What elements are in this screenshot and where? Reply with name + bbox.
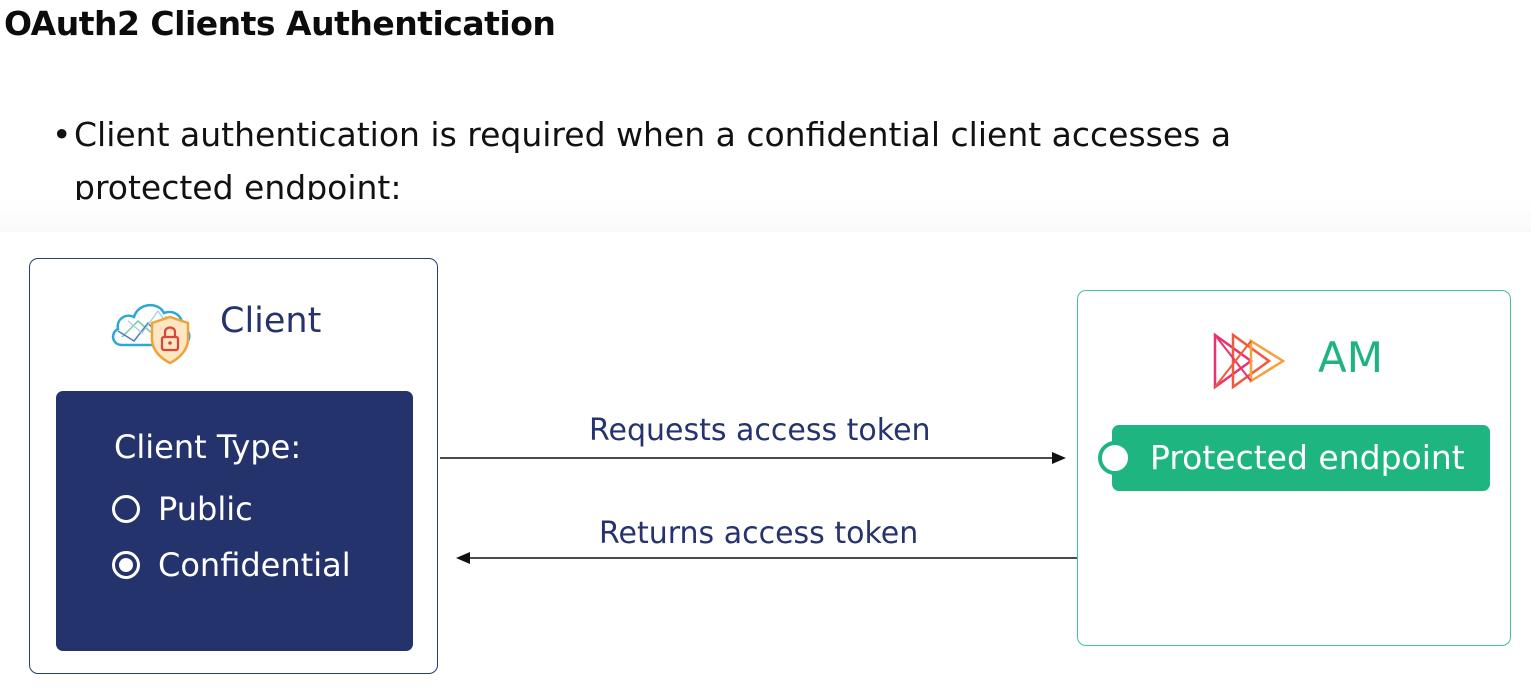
bullet-point: • Client authentication is required when… <box>52 108 1452 214</box>
protected-endpoint-label: Protected endpoint <box>1150 438 1465 477</box>
protected-endpoint: Protected endpoint <box>1112 425 1490 491</box>
radio-option-confidential[interactable]: Confidential <box>112 545 351 585</box>
client-label: Client <box>220 301 322 341</box>
client-type-panel: Client Type: Public Confidential <box>56 391 413 651</box>
radio-label-public: Public <box>158 490 253 528</box>
endpoint-port-icon <box>1098 441 1132 475</box>
response-label: Returns access token <box>599 516 919 551</box>
radio-label-confidential: Confidential <box>158 546 351 584</box>
am-box: AM Protected endpoint <box>1077 290 1511 646</box>
radio-option-public[interactable]: Public <box>112 489 253 529</box>
client-type-title: Client Type: <box>114 428 302 466</box>
radio-button-public[interactable] <box>112 495 140 523</box>
request-arrowhead <box>1052 452 1066 464</box>
request-label: Requests access token <box>589 413 931 448</box>
background-band <box>0 200 1531 232</box>
client-box: Client Client Type: Public Confidential <box>29 258 438 674</box>
radio-button-confidential[interactable] <box>112 551 140 579</box>
am-label: AM <box>1318 333 1383 382</box>
cloud-shield-lock-icon <box>111 304 191 365</box>
response-arrowhead <box>456 552 470 564</box>
bullet-text: Client authentication is required when a… <box>74 115 1232 207</box>
slide-title: OAuth2 Clients Authentication <box>4 4 556 43</box>
bullet-marker: • <box>52 115 72 154</box>
am-logo-icon <box>1213 332 1286 390</box>
